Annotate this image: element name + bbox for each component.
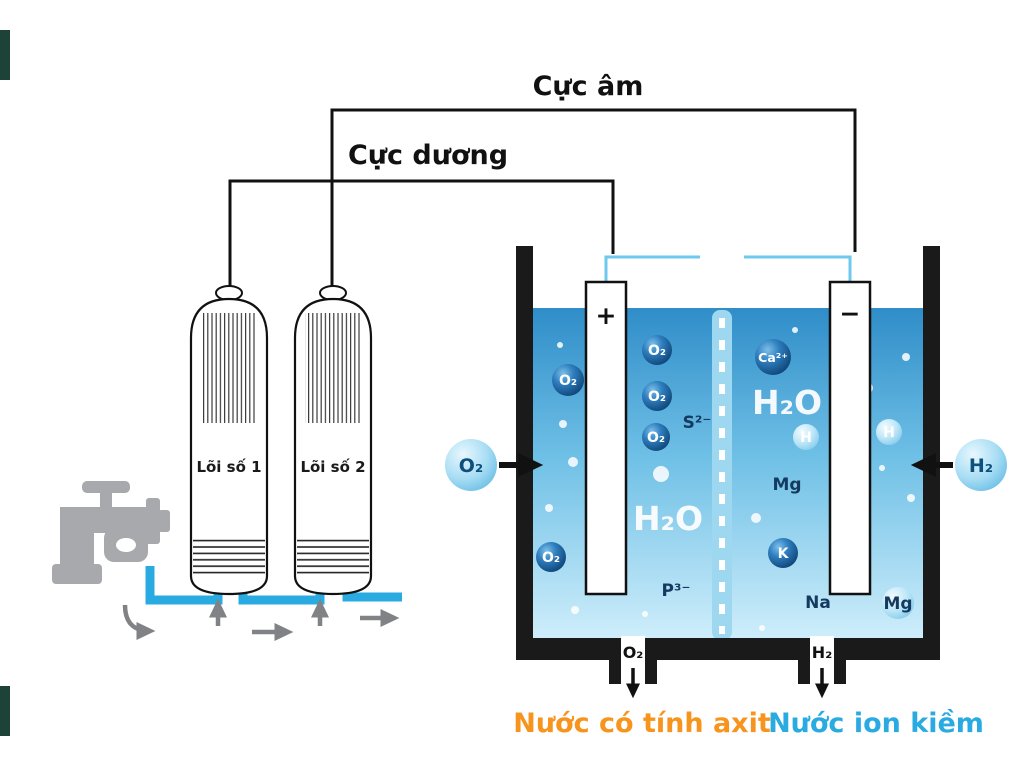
filter-cartridge-1: Lõi số 1 [189,285,269,596]
negative-electrode-label: Cực âm [533,71,644,102]
positive-sign: + [596,301,617,330]
ion-mg-2: Mg [883,594,912,614]
ion-o2-3: O₂ [648,389,666,405]
ion-h-2: H [883,425,895,441]
ion-s2-label: S²⁻ [683,413,712,433]
positive-electrode-label: Cực dương [348,140,508,171]
ion-h-1: H [800,430,812,446]
filter-2-threads [297,538,369,574]
ion-k-label: K [778,546,790,562]
ion-o2-4: O₂ [647,430,665,446]
ion-p3-label: P³⁻ [662,581,691,601]
ion-mg-1: Mg [772,475,801,495]
ion-ca-label: Ca²⁺ [758,350,788,365]
oxygen-inlet: O₂ [445,439,544,491]
electrode-wires [228,108,857,288]
negative-wire [330,108,857,288]
filter-2-hatch [305,313,361,423]
right-chamber-ions: Ca²⁺ H H Mg K Na Mg [755,339,914,619]
oxygen-ion-spheres: O₂ O₂ O₂ O₂ O₂ [536,335,672,572]
filter-1-threads [193,538,265,574]
alkaline-water-label: Nước ion kiềm [768,708,984,739]
faucet-valve-highlight [116,538,136,552]
ion-o2-5: O₂ [542,550,560,566]
edge-artifact-top [0,30,10,80]
inlet-h2-label: H₂ [969,455,993,477]
ion-na-label: Na [805,593,831,613]
positive-electrode: + [584,280,628,596]
outlet-h2-label: H₂ [812,643,832,662]
membrane [712,310,732,640]
flow-arrows [122,598,400,641]
acid-water-label: Nước có tính axit [513,708,771,739]
filter-1-label: Lõi số 1 [196,457,261,476]
outlet-pipes [609,638,846,684]
h2o-label-right: H₂O [752,383,822,422]
negative-sign: − [840,299,861,328]
electrolysis-tank: H₂O H₂O O₂ O₂ O₂ O₂ O₂ S²⁻ P³⁻ [516,246,940,699]
filter-cartridge-2: Lõi số 2 [293,285,373,596]
negative-electrode: − [828,280,872,596]
positive-wire [228,179,615,288]
filter-1-hatch [201,313,257,423]
filter-2-label: Lõi số 2 [300,457,365,476]
internal-wire [604,255,852,290]
ion-o2-2: O₂ [648,343,666,359]
faucet-icon [52,481,170,584]
hydrogen-inlet: H₂ [910,439,1007,491]
edge-artifact-bottom [0,686,10,736]
h2o-label-left: H₂O [633,499,703,538]
inlet-o2-label: O₂ [459,455,483,477]
flow-arrow-1 [122,604,156,640]
ion-o2-1: O₂ [559,373,577,389]
outlet-o2-label: O₂ [623,643,644,662]
